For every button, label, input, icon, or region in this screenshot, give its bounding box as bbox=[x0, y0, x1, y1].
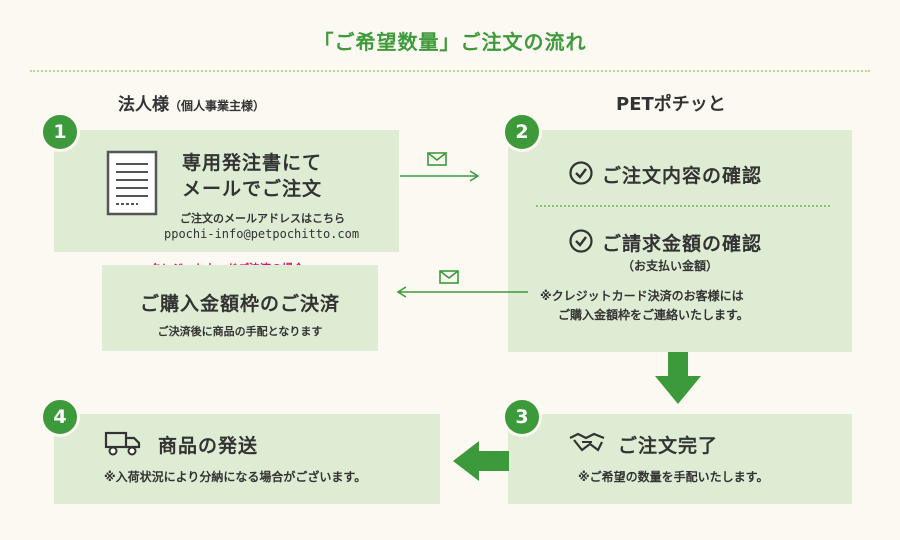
left-arrow-icon bbox=[453, 441, 509, 481]
step4-number-badge: 4 bbox=[40, 397, 80, 437]
truck-icon bbox=[104, 431, 141, 456]
credit-box: ご購入金額枠のご決済 ご決済後に商品の手配となります bbox=[102, 265, 378, 351]
step2-check2-sub: （お支払い金額） bbox=[622, 259, 719, 273]
step2-divider bbox=[536, 205, 830, 207]
credit-main: ご購入金額枠のご決済 bbox=[139, 293, 340, 315]
customer-header-main: 法人様 bbox=[118, 95, 169, 115]
step3-number-badge: 3 bbox=[502, 397, 542, 437]
customer-header-sub: （個人事業主様） bbox=[169, 99, 266, 113]
step1-number-badge: 1 bbox=[40, 112, 80, 152]
handshake-icon bbox=[569, 432, 605, 452]
step1-email: ppochi-info@petpochitto.com bbox=[164, 227, 360, 241]
column-header-company: PETポチッと bbox=[616, 94, 726, 115]
check-circle-icon bbox=[569, 161, 593, 185]
step3-note: ※ご希望の数量を手配いたします。 bbox=[578, 470, 769, 484]
credit-sub: ご決済後に商品の手配となります bbox=[157, 325, 323, 338]
step3-main: ご注文完了 bbox=[618, 435, 719, 457]
mail-icon bbox=[427, 152, 447, 166]
step4-main: 商品の発送 bbox=[158, 435, 259, 457]
step2-check1: ご注文内容の確認 bbox=[602, 165, 763, 187]
step2-note2: ご購入金額枠をご連絡いたします。 bbox=[558, 308, 749, 322]
down-arrow-icon bbox=[655, 352, 701, 404]
title-divider bbox=[30, 70, 870, 72]
mail-icon bbox=[439, 270, 459, 284]
column-header-customer: 法人様（個人事業主様） bbox=[118, 90, 265, 115]
step4-box: 商品の発送 ※入荷状況により分納になる場合がございます。 bbox=[54, 414, 440, 504]
step3-box: ご注文完了 ※ご希望の数量を手配いたします。 bbox=[508, 414, 852, 504]
step4-note: ※入荷状況により分納になる場合がございます。 bbox=[104, 470, 367, 484]
step1-box: 専用発注書にて メールでご注文 ご注文のメールアドレスはこちら ppochi-i… bbox=[54, 130, 399, 252]
document-icon bbox=[106, 150, 158, 216]
step2-number-badge: 2 bbox=[502, 112, 542, 152]
step2-note1: ※クレジットカード決済のお客様には bbox=[540, 289, 744, 303]
arrow-to-step2 bbox=[400, 152, 480, 182]
step2-box: ご注文内容の確認 ご請求金額の確認 （お支払い金額） ※クレジットカード決済のお… bbox=[508, 130, 852, 352]
step1-line1: 専用発注書にて bbox=[182, 152, 323, 174]
step2-check2: ご請求金額の確認 bbox=[602, 233, 763, 255]
step1-line2: メールでご注文 bbox=[182, 178, 323, 200]
arrow-to-credit bbox=[396, 270, 528, 298]
step1-email-note: ご注文のメールアドレスはこちら bbox=[180, 212, 345, 225]
page-title: 「ご希望数量」ご注文の流れ bbox=[313, 30, 587, 54]
check-circle-icon bbox=[569, 229, 593, 253]
